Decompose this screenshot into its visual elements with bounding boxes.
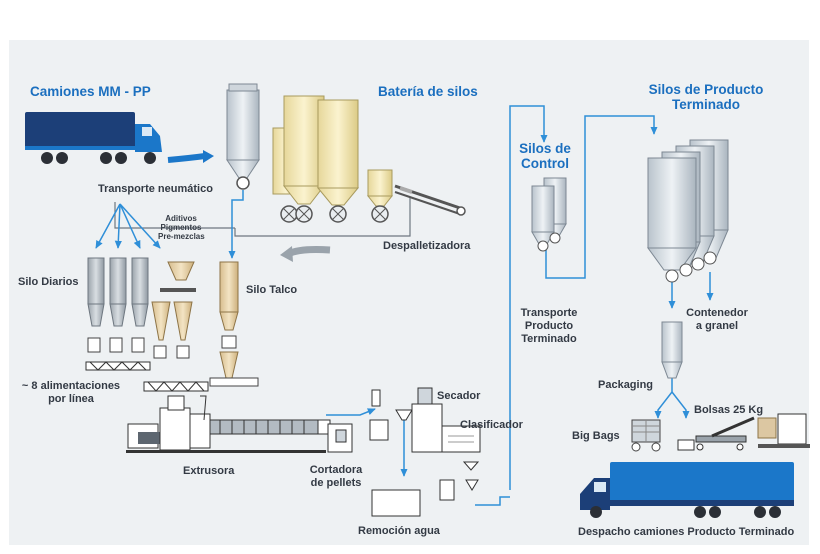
water-tank	[371, 489, 421, 517]
arrow-icon	[203, 150, 214, 163]
inbound-arrow	[167, 153, 206, 163]
label-silos-control-l1: Silos de	[519, 141, 571, 156]
label-remocion: Remoción agua	[358, 525, 440, 537]
label-aditivos-l2: Pigmentos	[160, 223, 202, 232]
label-contenedor-l2: a granel	[695, 320, 739, 332]
label-silos-producto: Silos de Producto Terminado	[636, 82, 776, 112]
label-cortadora: Cortadora de pellets	[300, 464, 372, 490]
label-alimentaciones: ~ 8 alimentaciones por línea	[18, 380, 124, 406]
label-cortadora-l1: Cortadora	[309, 464, 363, 476]
label-aditivos: Aditivos Pigmentos Pre-mezclas	[158, 214, 205, 241]
label-extrusora: Extrusora	[183, 465, 235, 477]
silo-diarios	[87, 257, 149, 353]
silo-talco	[209, 261, 259, 387]
hopper-icon	[151, 261, 196, 359]
dryer-icon	[369, 387, 481, 501]
label-contenedor: Contenedor a granel	[682, 307, 752, 333]
label-transporte-producto-l3: Terminado	[521, 333, 577, 345]
conveyor-icon	[85, 361, 209, 392]
label-transporte-producto: Transporte Producto Terminado	[514, 307, 584, 346]
label-transporte-neumatico: Transporte neumático	[98, 183, 213, 195]
label-silos-control-l2: Control	[521, 156, 569, 171]
label-silos-producto-l1: Silos de Producto	[648, 82, 764, 97]
truck-icon	[25, 112, 162, 164]
product-silos	[647, 139, 729, 283]
label-aditivos-l1: Aditivos	[165, 214, 197, 223]
label-despalletizadora: Despalletizadora	[383, 240, 471, 252]
flow-lines	[95, 105, 714, 506]
label-packaging: Packaging	[598, 379, 654, 391]
pellet-cutter	[317, 419, 353, 453]
conveyor-icon	[394, 184, 466, 216]
label-aditivos-l3: Pre-mezclas	[158, 232, 205, 241]
label-clasificador: Clasificador	[460, 419, 523, 431]
label-secador: Secador	[437, 390, 481, 402]
label-big-bags: Big Bags	[572, 430, 620, 442]
label-despacho: Despacho camiones Producto Terminado	[578, 526, 795, 538]
label-camiones: Camiones MM - PP	[30, 84, 151, 99]
extruder-icon	[126, 395, 326, 453]
truck-icon	[580, 462, 794, 518]
label-silo-diarios: Silo Diarios	[18, 276, 79, 288]
label-cortadora-l2: de pellets	[310, 477, 362, 489]
control-silos	[531, 177, 567, 252]
label-alimentaciones-l2: por línea	[48, 393, 94, 405]
conveyor-icon	[677, 413, 810, 451]
label-bolsas: Bolsas 25 Kg	[694, 404, 764, 416]
label-alimentaciones-l1: ~ 8 alimentaciones	[21, 380, 121, 392]
label-bateria: Batería de silos	[378, 84, 478, 99]
label-transporte-producto-l2: Producto	[524, 320, 574, 332]
label-silo-talco: Silo Talco	[246, 284, 298, 296]
label-silos-producto-l2: Terminado	[671, 97, 740, 112]
label-contenedor-l1: Contenedor	[686, 307, 748, 319]
label-transporte-producto-l1: Transporte	[520, 307, 578, 319]
label-silos-control: Silos de Control	[512, 141, 578, 171]
silo-battery	[226, 83, 394, 223]
big-bag-icon	[631, 419, 661, 452]
packaging-silo	[661, 321, 683, 379]
